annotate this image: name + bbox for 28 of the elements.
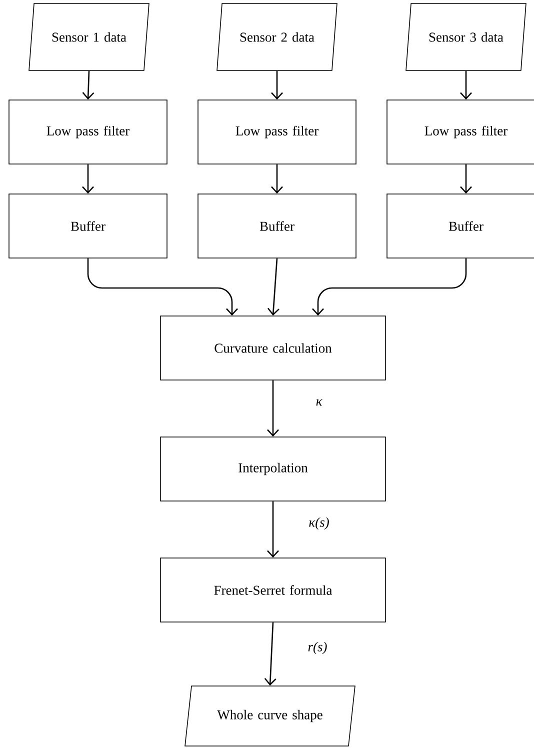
arrow [267,258,280,316]
arrow [87,258,238,316]
arrow [312,258,467,316]
arrow [264,622,276,686]
arrow [460,70,472,100]
edge-label: κ [314,398,324,407]
process-box: Low pass filter [386,100,534,164]
arrow [271,164,283,194]
data-parallelogram: Sensor 3 data [406,3,526,71]
arrow [82,70,94,100]
edge-label: r(s) [306,640,328,656]
arrow [271,70,283,100]
arrow [460,164,472,194]
process-box: Buffer [8,194,168,258]
data-parallelogram: Sensor 1 data [28,3,150,71]
data-parallelogram: Sensor 2 data [216,3,338,71]
process-box: Curvature calculation [160,316,386,380]
arrow [267,380,279,437]
process-box: Buffer [386,194,534,258]
arrow [267,501,279,558]
arrow [82,164,94,194]
data-parallelogram: Whole curve shape [184,686,356,746]
process-box: Low pass filter [8,100,168,164]
process-box: Frenet-Serret formula [160,558,386,622]
process-box: Buffer [198,194,356,258]
process-box: Low pass filter [198,100,356,164]
edge-label: κ(s) [308,516,330,531]
process-box: Interpolation [160,436,386,502]
